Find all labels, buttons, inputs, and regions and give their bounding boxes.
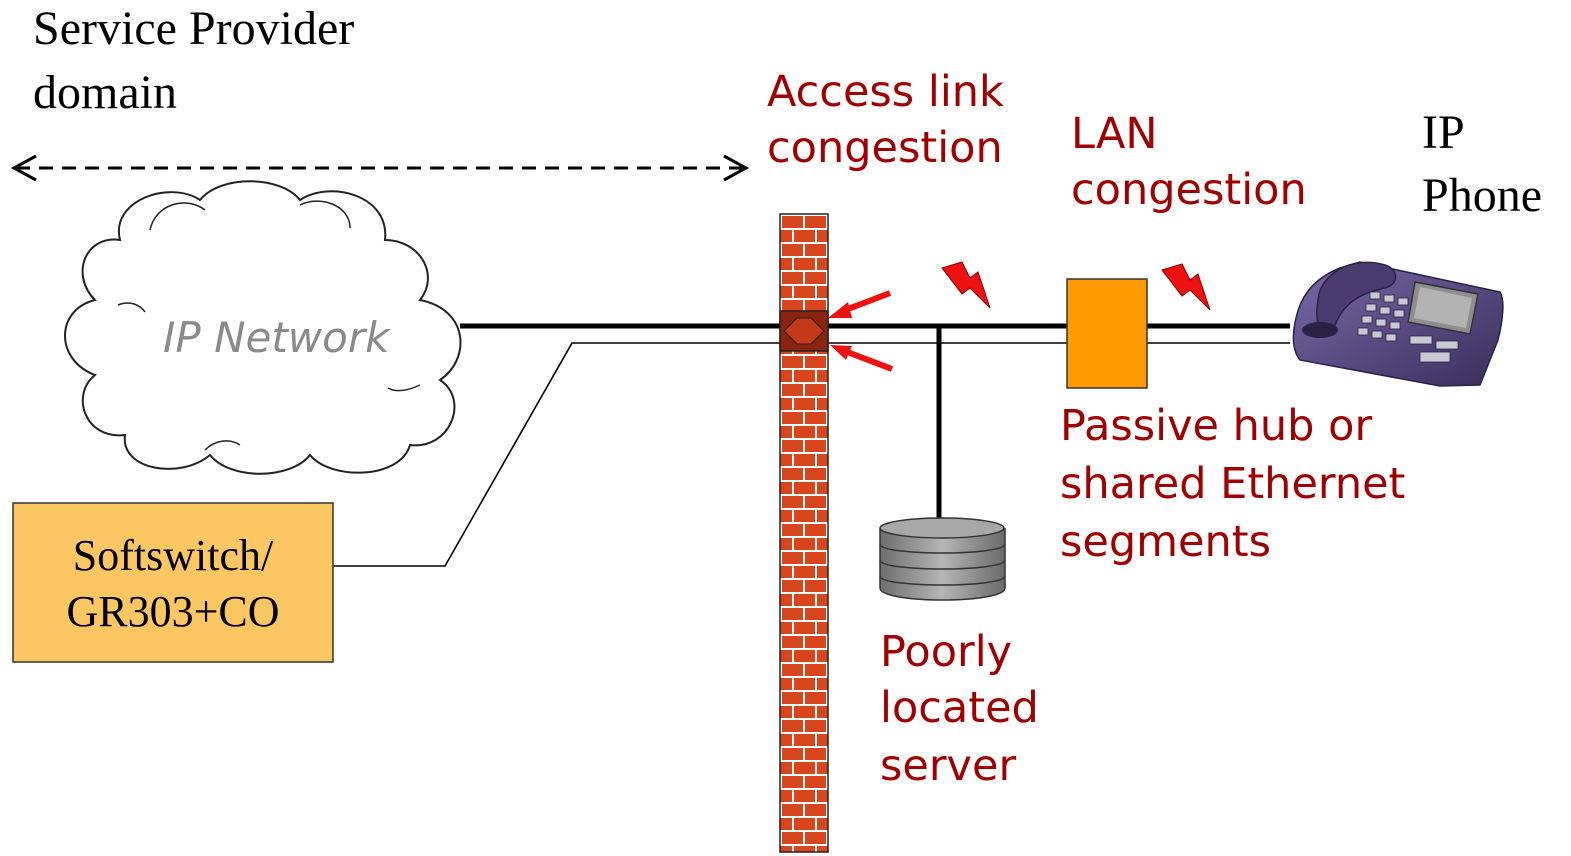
lightning-icon: [1161, 263, 1211, 311]
domain-label-line2: domain: [33, 66, 177, 119]
server-label-line3: server: [880, 741, 1016, 791]
domain-extent-arrow: [10, 154, 750, 182]
domain-label-line1: Service Provider: [33, 2, 354, 55]
softswitch-label-line2: GR303+CO: [66, 587, 279, 636]
cloud-label: IP Network: [163, 313, 391, 362]
lightning-icon: [941, 261, 991, 309]
cloud-icon: [64, 180, 462, 475]
lan-label-line1: LAN: [1071, 109, 1158, 159]
access-label-line1: Access link: [767, 67, 1004, 117]
server-stack-icon: [879, 517, 1006, 601]
hub-box-icon: [1066, 278, 1148, 389]
phone-label-line1: IP: [1422, 106, 1465, 159]
phone-label-line2: Phone: [1422, 169, 1542, 222]
congestion-arrows: [828, 290, 894, 372]
brick-wall-icon: [779, 213, 829, 853]
network-links: [333, 323, 1290, 567]
hub-label-line1: Passive hub or: [1060, 401, 1372, 451]
hub-label-line2: shared Ethernet: [1060, 459, 1405, 509]
server-label-line1: Poorly: [880, 627, 1012, 677]
softswitch-label-line1: Softswitch/: [73, 531, 274, 580]
access-label-line2: congestion: [767, 123, 1003, 173]
hub-label-line3: segments: [1060, 517, 1271, 567]
ip-phone-icon: [1292, 261, 1504, 387]
softswitch-box: [12, 502, 334, 663]
lan-label-line2: congestion: [1071, 165, 1307, 215]
server-label-line2: located: [880, 683, 1039, 733]
